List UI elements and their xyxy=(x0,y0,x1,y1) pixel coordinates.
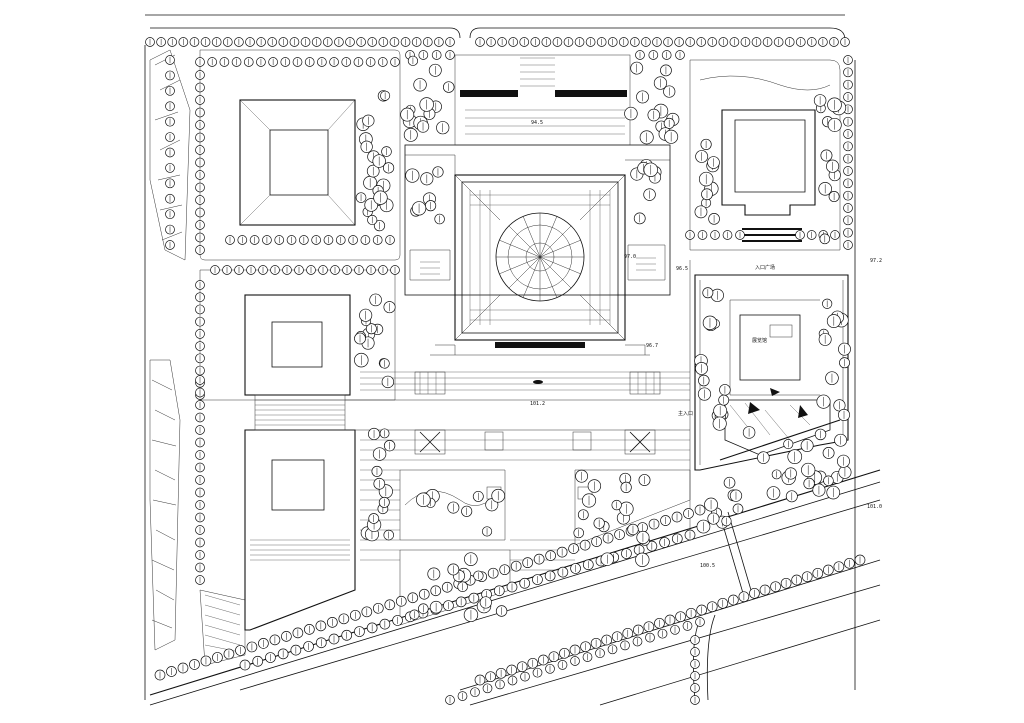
south-gardens xyxy=(399,469,691,626)
annotation-entrance: 主入口 xyxy=(678,410,693,417)
road-network xyxy=(144,14,881,706)
south-plaza xyxy=(345,371,690,571)
annotation-plaza-north: 入口广场 xyxy=(755,264,775,271)
north-forecourt xyxy=(454,54,631,146)
west-landscape-strip xyxy=(149,49,246,666)
building-west-middle xyxy=(244,294,351,396)
elevation-plaza: 101.2 xyxy=(530,401,545,407)
elevation-museum-side: 96.7 xyxy=(646,343,658,349)
tree-planting xyxy=(145,37,866,705)
elevation-east-court: 97.0 xyxy=(624,254,636,260)
elevation-road-mid: 100.5 xyxy=(700,563,715,569)
building-northeast xyxy=(699,75,831,242)
annotation-museum-label: 展览馆 xyxy=(752,337,767,344)
building-northwest xyxy=(239,99,356,226)
labels: 94.5 97.0 96.5 97.2 96.7 101.2 100.5 101… xyxy=(530,120,882,569)
elevation-road-east: 101.0 xyxy=(867,504,882,510)
west-connector-stair xyxy=(254,394,346,431)
main-hall xyxy=(404,144,671,356)
exhibition-building xyxy=(689,260,849,540)
elevation-museum-north: 96.5 xyxy=(676,266,688,272)
hall-side-wings xyxy=(405,154,671,281)
building-west-south xyxy=(244,429,356,631)
elevation-north: 94.5 xyxy=(531,120,543,126)
elevation-right-edge: 97.2 xyxy=(870,258,882,264)
